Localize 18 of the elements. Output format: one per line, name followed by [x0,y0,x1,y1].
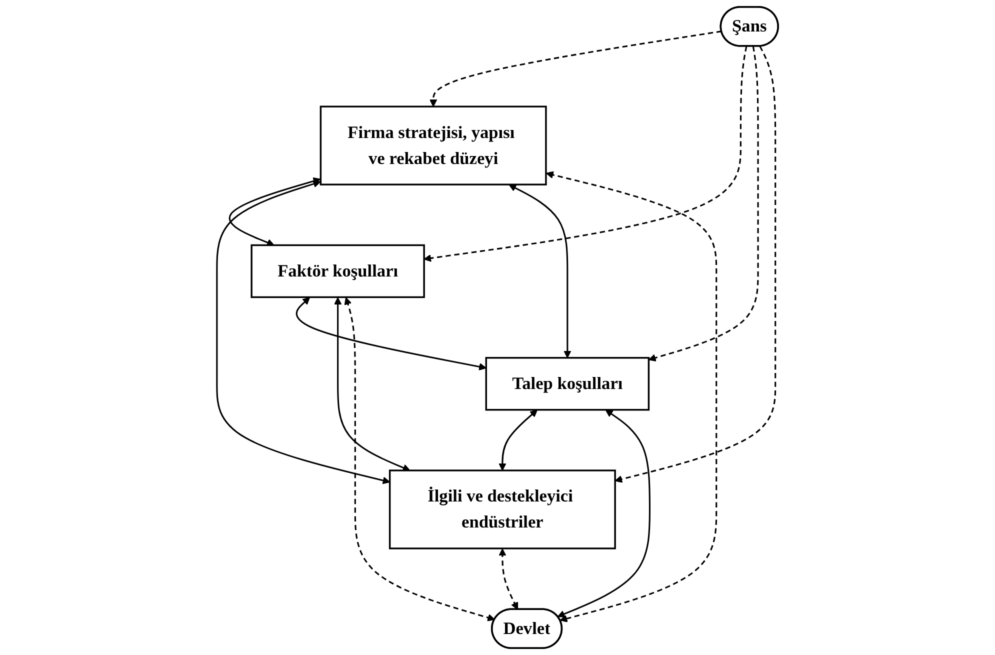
arrow [430,30,722,107]
arrow [498,548,518,610]
arrow [334,297,410,472]
node-box: Firma stratejisi, yapısı ve rekabet düzeyi [320,106,547,186]
arrow [344,297,496,622]
arrow [546,171,718,622]
arrow [498,410,538,471]
arrow [216,180,390,484]
arrow [614,46,776,483]
node-box: Faktör koşulları [250,244,425,298]
arrow [228,177,321,246]
arrow [508,184,572,358]
arrow [424,46,748,262]
node-box: İlgili ve destekleyici endüstriler [388,470,616,550]
arrow [296,297,486,370]
node-box: Talep koşulları [485,356,650,411]
arrow [648,46,759,362]
arrow [557,410,651,618]
